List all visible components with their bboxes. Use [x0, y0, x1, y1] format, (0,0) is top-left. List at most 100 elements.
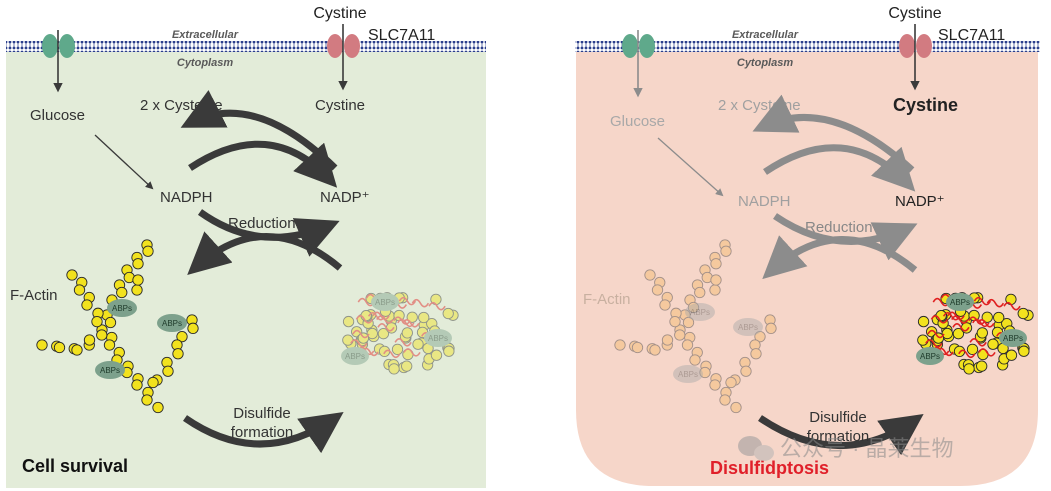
disulfide-bond	[986, 298, 1005, 308]
actin-bead	[412, 338, 424, 350]
abp-label: ABPs	[1003, 334, 1023, 343]
actin-bead	[429, 325, 441, 337]
actin-bead	[418, 319, 430, 331]
actin-bead	[103, 339, 116, 351]
actin-bead	[443, 345, 455, 357]
actin-bead	[429, 331, 442, 344]
actin-bead	[644, 269, 656, 281]
right-cystine-label: Cystine	[893, 95, 958, 115]
right-faded-abps: ABPs ABPs ABPs	[673, 303, 763, 383]
actin-bead	[765, 322, 777, 334]
disulfide-bond	[383, 349, 401, 359]
left-panel: Extracellular Cytoplasm Cystine SLC7A11 …	[6, 5, 486, 488]
disulfide-bond	[398, 296, 417, 306]
actin-bead	[749, 339, 761, 351]
disulfide-bond	[361, 347, 379, 357]
actin-bead	[709, 284, 721, 296]
right-panel: Extracellular Cytoplasm Cystine SLC7A11 …	[575, 5, 1040, 486]
actin-bead	[710, 373, 722, 385]
actin-bead	[1017, 307, 1029, 320]
disulfide-bond	[357, 346, 375, 356]
actin-bead	[684, 294, 696, 306]
actin-bead	[116, 286, 128, 299]
disulfide-bond	[428, 301, 446, 311]
actin-bead	[694, 286, 706, 299]
actin-bead	[81, 299, 93, 311]
abp-label: ABPs	[428, 334, 448, 343]
right-factin-label: F-Actin	[583, 291, 631, 308]
left-abp-label: ABPs	[112, 304, 132, 313]
right-cystine-extracellular-label: Cystine	[888, 5, 941, 22]
actin-bead	[402, 348, 414, 361]
actin-bead	[966, 343, 979, 356]
actin-bead	[385, 315, 397, 327]
actin-bead	[373, 343, 386, 355]
actin-bead	[378, 345, 391, 358]
actin-bead	[739, 356, 751, 369]
disulfide-bond	[365, 293, 384, 303]
disulfide-bond	[372, 311, 390, 321]
actin-bead	[342, 334, 354, 346]
disulfide-bond	[1003, 301, 1021, 311]
actin-bead	[366, 324, 378, 336]
right-extracellular-label: Extracellular	[732, 29, 799, 41]
left-abp-label: ABPs	[100, 366, 120, 375]
actin-bead	[442, 342, 454, 354]
actin-bead	[710, 274, 722, 286]
actin-bead	[36, 339, 48, 351]
actin-bead	[401, 360, 413, 372]
disulfide-bond	[973, 296, 992, 306]
actin-bead	[614, 339, 626, 351]
actin-bead	[960, 322, 973, 334]
actin-bead	[932, 332, 945, 344]
actin-bead	[981, 311, 993, 323]
left-slc7a11-channel-icon	[327, 24, 360, 91]
actin-bead	[423, 353, 435, 365]
actin-bead	[421, 359, 434, 371]
actin-bead	[406, 311, 418, 323]
actin-bead	[443, 342, 455, 355]
actin-bead	[687, 301, 700, 314]
abp-blob	[371, 293, 399, 311]
left-membrane	[6, 41, 486, 52]
abp-label: ABPs	[375, 298, 395, 307]
actin-bead	[700, 360, 712, 372]
actin-bead	[345, 338, 357, 350]
actin-bead	[141, 394, 153, 406]
abp-label: ABPs	[345, 352, 365, 361]
disulfide-bond	[421, 332, 439, 341]
right-glucose-channel-icon	[622, 30, 655, 98]
actin-bead	[709, 379, 721, 391]
disulfide-bond	[355, 315, 374, 324]
actin-bead	[362, 317, 374, 329]
actin-bead	[710, 258, 722, 270]
actin-bead	[976, 360, 988, 372]
disulfide-bond	[925, 339, 943, 348]
actin-bead	[952, 328, 965, 340]
actin-bead	[416, 326, 429, 339]
left-glucose-channel-icon	[42, 30, 75, 93]
actin-bead	[674, 329, 686, 341]
actin-bead	[187, 322, 199, 334]
actin-bead	[1005, 349, 1018, 361]
actin-bead	[132, 274, 144, 286]
actin-bead	[342, 315, 355, 328]
actin-bead	[387, 359, 400, 371]
actin-bead	[689, 354, 701, 366]
actin-bead	[682, 316, 695, 329]
disulfide-bond	[936, 347, 954, 357]
actin-bead	[701, 271, 713, 284]
actin-bead	[764, 314, 776, 326]
actin-bead	[729, 374, 741, 386]
disulfide-bond	[927, 329, 945, 339]
actin-bead	[987, 338, 999, 350]
actin-bead	[71, 344, 83, 356]
actin-bead	[651, 284, 664, 296]
left-reduction-bottom-arrow	[187, 231, 343, 276]
disulfide-bond	[977, 319, 995, 328]
actin-bead	[669, 316, 681, 328]
disulfide-bond	[350, 339, 368, 348]
actin-bead	[374, 295, 387, 307]
left-nadp-label: NADP⁺	[320, 189, 370, 206]
